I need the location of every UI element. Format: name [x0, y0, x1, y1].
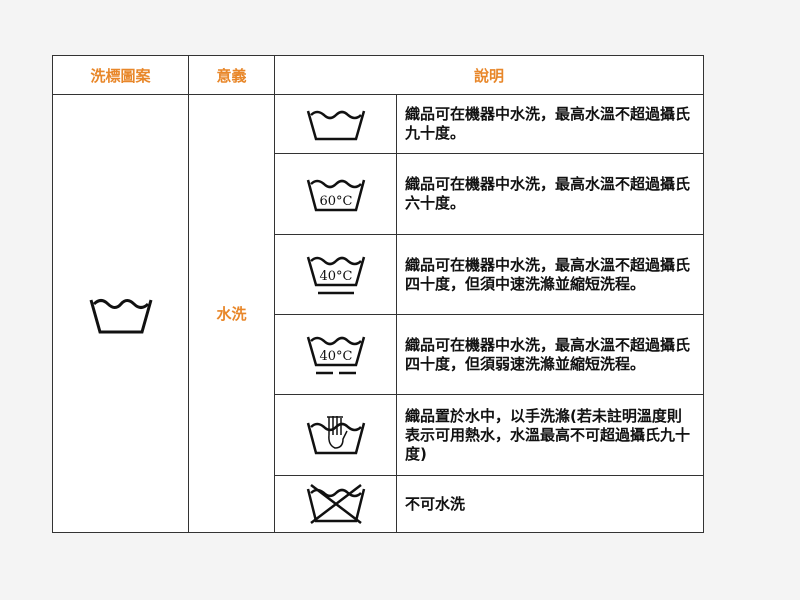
header-symbol: 洗標圖案: [90, 67, 151, 85]
row-6-symbol: [275, 476, 396, 532]
row-2-temp: 60°C: [319, 194, 352, 209]
row-3-symbol: 40°C: [275, 235, 396, 314]
row-1-description: 織品可在機器中水洗，最高水溫不超過攝氏九十度。: [405, 105, 691, 142]
main-washtub-cell: [53, 95, 188, 532]
washtub-icon: [306, 110, 365, 141]
hand-wash-icon: [306, 416, 365, 455]
category-label: 水洗: [216, 305, 247, 323]
row-3-description: 織品可在機器中水洗，最高水溫不超過攝氏四十度，但須中速洗滌並縮短洗程。: [405, 255, 691, 293]
row-3-temp: 40°C: [319, 269, 352, 284]
care-label-table: 洗標圖案 意義 說明 水洗 織品可在機器中水洗，最高水溫不超過攝氏九十度。 60…: [52, 55, 704, 533]
row-6-description: 不可水洗: [405, 494, 466, 513]
washtub-icon: [89, 298, 152, 333]
row-2-description: 織品可在機器中水洗，最高水溫不超過攝氏六十度。: [405, 175, 691, 212]
row-4-symbol: 40°C: [275, 315, 396, 394]
category-cell: 水洗: [189, 95, 274, 532]
washtub-40-very-gentle-icon: 40°C: [306, 336, 365, 374]
header-meaning: 意義: [216, 67, 247, 85]
row-5-symbol: [275, 395, 396, 475]
row-2-symbol: 60°C: [275, 154, 396, 234]
header-description: 說明: [473, 67, 504, 85]
row-5-description: 織品置於水中，以手洗滌(若未註明溫度則表示可用熱水，水溫最高不可超過攝氏九十度): [405, 406, 691, 463]
no-wash-icon: [306, 484, 365, 524]
washtub-40-gentle-icon: 40°C: [306, 256, 365, 294]
row-1-symbol: [275, 95, 396, 153]
row-4-temp: 40°C: [319, 349, 352, 364]
washtub-60-icon: 60°C: [306, 179, 365, 212]
row-4-description: 織品可在機器中水洗，最高水溫不超過攝氏四十度，但須弱速洗滌並縮短洗程。: [405, 335, 691, 373]
